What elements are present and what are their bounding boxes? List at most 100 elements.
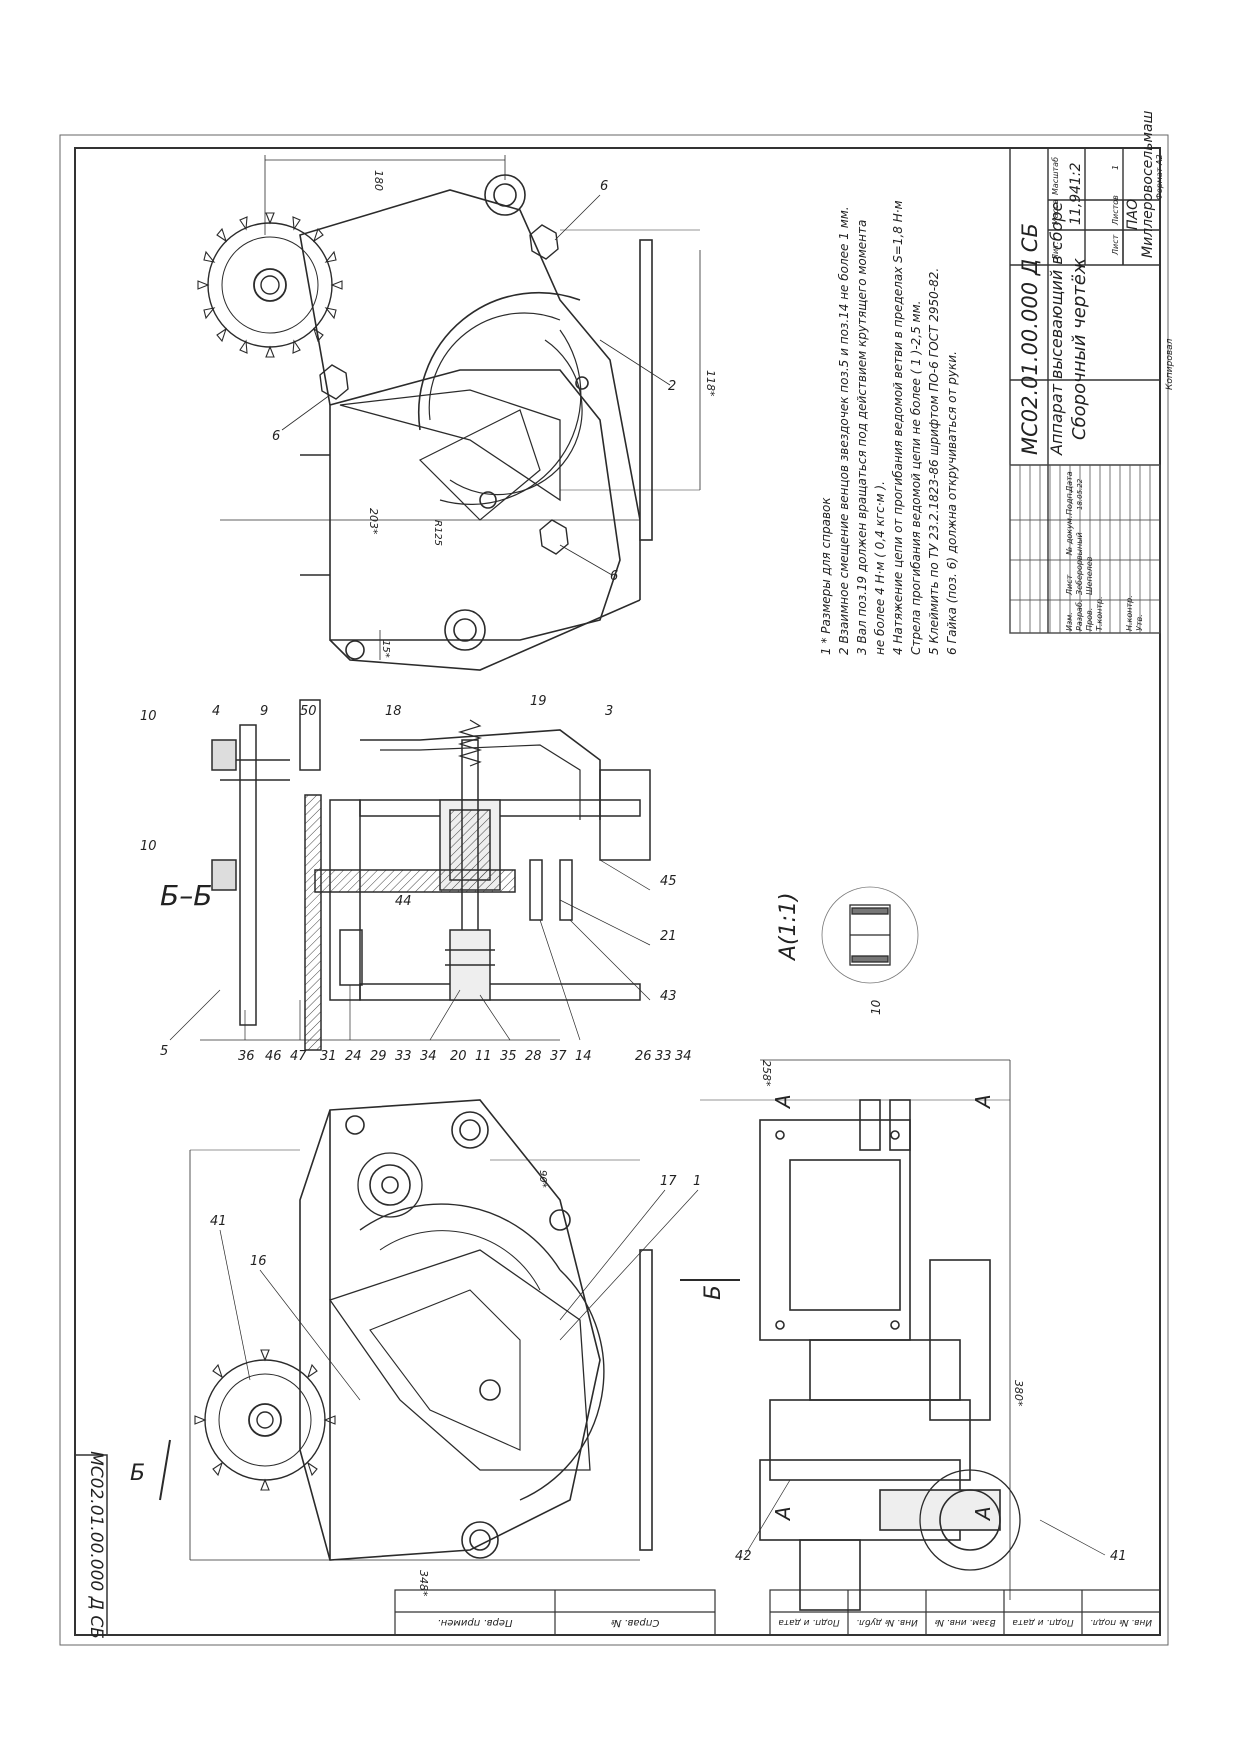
callout-6-b: 6: [272, 429, 280, 444]
callout-sec-31: 31: [320, 1049, 337, 1064]
callout-41-left: 41: [210, 1214, 227, 1229]
callout-42: 42: [735, 1549, 752, 1564]
detail-letter-a4: А: [971, 1506, 995, 1522]
section-callouts: 4 9 50 18 19 3 10 10 44 45 21 43 26 33 3…: [140, 694, 692, 1064]
note-3: 3 Вал поз.19 должен вращаться под действ…: [855, 220, 869, 655]
stamp-vzam-inv: Взам. инв. №: [934, 1617, 995, 1627]
technical-notes: 1 * Размеры для справок 2 Взаимное смеще…: [819, 200, 959, 655]
callout-2: 2: [668, 379, 676, 394]
dim-203: 203*: [367, 508, 380, 535]
dim-15: 15*: [380, 640, 391, 658]
callout-sec-33a: 33: [655, 1049, 672, 1064]
role-izm: Изм.: [1065, 612, 1074, 631]
callout-sec-45: 45: [660, 874, 677, 889]
detail-letter-a2: А: [971, 1094, 995, 1110]
callout-sec-43: 43: [660, 989, 677, 1004]
callout-sec-50: 50: [300, 704, 317, 719]
role-razrab: Разраб.: [1075, 600, 1084, 631]
designation-box: [74, 1454, 108, 1636]
callout-17: 17: [660, 1174, 677, 1189]
note-4b: Стрела прогибания ведомой цепи не более …: [909, 301, 923, 655]
cut-letter-b1: Б: [130, 1461, 145, 1486]
callout-sec-37: 37: [550, 1049, 567, 1064]
role-tkontr: Т.контр.: [1095, 596, 1104, 631]
stamp-inv-dubl: Инв. № дубл.: [856, 1617, 918, 1627]
callout-sec-11: 11: [475, 1049, 492, 1064]
sheet-outer-border: [59, 134, 1169, 1646]
hdr-scale: Масштаб: [1051, 157, 1060, 195]
dim-90: 90*: [537, 1170, 548, 1188]
sheets-label: Листов: [1111, 195, 1120, 226]
note-2: 2 Взаимное смещение венцов звездочек поз…: [837, 206, 851, 655]
sheets-count: 1: [1111, 165, 1120, 170]
view-top-right: [197, 155, 701, 671]
hdr-lit: Лит.: [1051, 242, 1060, 261]
callout-sec-14: 14: [575, 1049, 592, 1064]
designation-rotated: МС02.01.00.000 Д СБ: [86, 1451, 106, 1639]
callout-sec-21: 21: [660, 929, 677, 944]
callout-sec-24: 24: [345, 1049, 362, 1064]
callout-sec-18: 18: [385, 704, 402, 719]
stamp-sprav: Справ. №: [611, 1617, 660, 1628]
note-4: 4 Натяжение цепи от прогибания ведомой в…: [891, 200, 905, 655]
title-line1: Аппарат высевающий в сборе: [1047, 201, 1066, 456]
role-doc: № докум.: [1065, 516, 1074, 556]
copied-label: Копировал: [1165, 338, 1175, 390]
callout-sec-44: 44: [395, 894, 412, 909]
note-3b: не более 4 Н·м ( 0,4 кгс·м ).: [873, 481, 887, 655]
callout-sec-36: 36: [238, 1049, 255, 1064]
detail-letter-a3: А: [771, 1506, 795, 1522]
section-label: Б–Б: [160, 879, 212, 912]
role-nkontr: Н.контр.: [1125, 595, 1134, 631]
sheet-label: Лист: [1111, 234, 1120, 256]
front-leader-lines: [219, 1189, 699, 1401]
format-label: Формат А2: [1155, 154, 1164, 200]
stamp-perv-primen: Перв. примен.: [437, 1617, 512, 1628]
dim-348: 348*: [417, 1570, 430, 1597]
callout-sec-46: 46: [265, 1049, 282, 1064]
company-name: Миллеровосельмаш: [1140, 110, 1156, 258]
callout-41-right: 41: [1110, 1549, 1127, 1564]
callout-sec-29: 29: [370, 1049, 387, 1064]
callout-sec-20: 20: [450, 1049, 467, 1064]
dim-258: 258*: [760, 1060, 773, 1087]
callout-sec-10b: 10: [140, 839, 157, 854]
callout-16: 16: [250, 1254, 267, 1269]
section-leader-lines: [169, 859, 651, 1041]
detail-letter-a1: А: [771, 1094, 795, 1110]
hdr-mass: Масса: [1051, 199, 1060, 225]
callout-sec-34a: 34: [675, 1049, 692, 1064]
side-leader-lines: [744, 1479, 1106, 1556]
dim-118: 118*: [704, 370, 717, 397]
note-1: 1 * Размеры для справок: [819, 497, 833, 655]
callout-sec-28: 28: [525, 1049, 542, 1064]
callout-1: 1: [693, 1174, 701, 1189]
callout-6-a: 6: [600, 179, 608, 194]
scale-value: 1:2: [1068, 162, 1084, 185]
drawing-frame: [74, 147, 1161, 1636]
detail-label: А(1:1): [776, 892, 801, 962]
leader-lines-top: [281, 194, 671, 576]
callout-sec-10a: 10: [140, 709, 157, 724]
title-block-grid: [1009, 464, 1161, 634]
callout-sec-34b: 34: [420, 1049, 437, 1064]
date-razrab: 18.05.22: [1076, 478, 1084, 510]
callout-sec-3: 3: [605, 704, 613, 719]
callout-sec-33b: 33: [395, 1049, 412, 1064]
detail-a: [821, 886, 919, 984]
side-stamp: [394, 1589, 1161, 1636]
view-side: [700, 1059, 1021, 1611]
dim-r125: R125: [432, 520, 443, 546]
org-label: ПАО: [1125, 199, 1141, 230]
role-date: Дата: [1065, 471, 1074, 493]
callout-sec-26: 26: [635, 1049, 652, 1064]
view-section-bb: [211, 699, 651, 1051]
role-list: Лист: [1065, 574, 1074, 596]
designation-title: МС02.01.00.000 Д СБ: [1018, 223, 1042, 455]
callout-sec-35: 35: [500, 1049, 517, 1064]
callout-6-c: 6: [610, 569, 618, 584]
stamp-inv-podl: Инв. № подл.: [1090, 1617, 1152, 1627]
cut-letter-b2: Б: [701, 1285, 726, 1300]
dim-180: 180: [372, 170, 385, 191]
